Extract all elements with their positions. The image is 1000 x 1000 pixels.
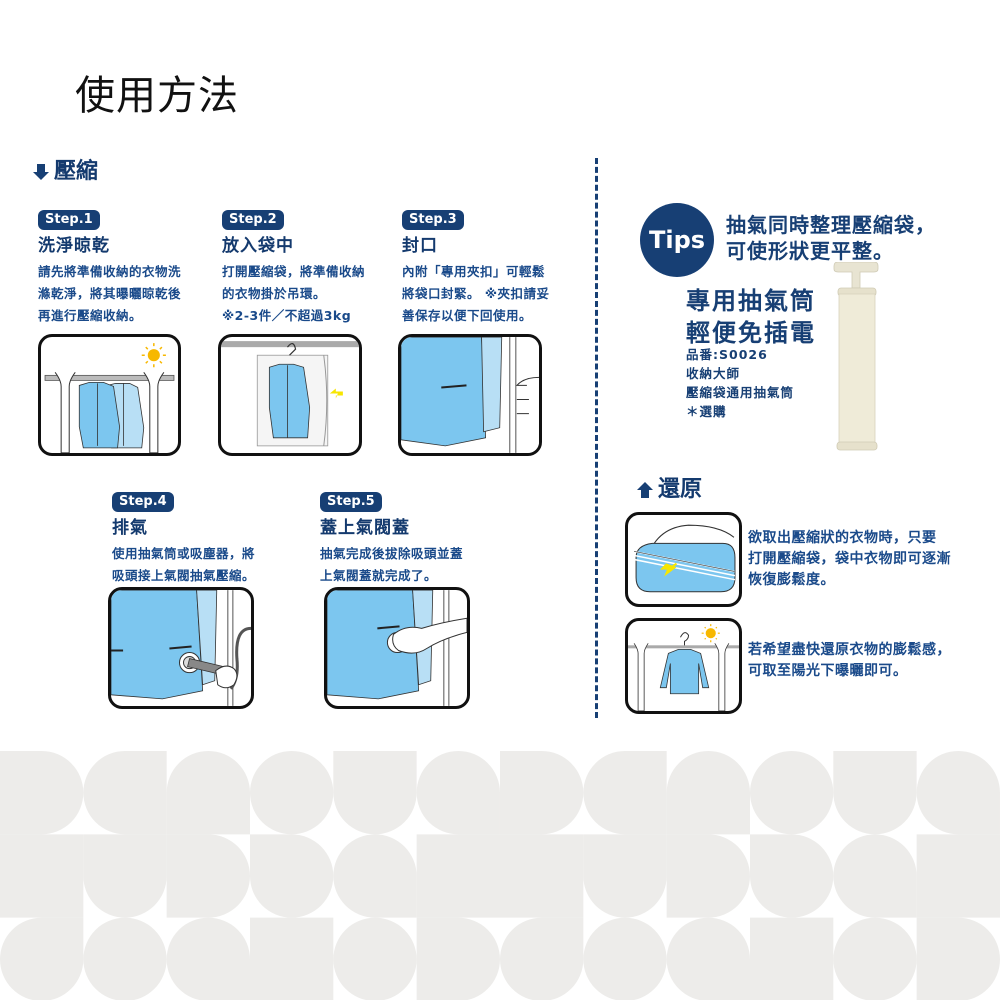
pattern-tile [249, 834, 334, 918]
pattern-tile [166, 751, 250, 835]
sun-icon [141, 343, 166, 368]
pattern-tile [333, 917, 417, 1000]
step-description: 使用抽氣筒或吸塵器，將 吸頭接上氣閥抽氣壓縮。 [112, 546, 256, 583]
pattern-tile [916, 751, 1000, 835]
arrow-down-icon [32, 163, 50, 181]
pattern-tile [83, 834, 167, 918]
section-divider [595, 158, 598, 718]
air-pump-icon [833, 261, 879, 451]
pattern-tile [83, 751, 167, 835]
step-badge: Step.1 [38, 210, 100, 230]
compressed-bag-illustration [633, 524, 736, 593]
page-title: 使用方法 [75, 73, 239, 119]
restore-text-1: 欲取出壓縮狀的衣物時，只要 打開壓縮袋，袋中衣物即可逐漸 恢復膨鬆度。 [748, 530, 951, 588]
pattern-tile [583, 751, 667, 835]
pattern-tile [916, 917, 1000, 1000]
pattern-tile [0, 917, 84, 1000]
pattern-tile [249, 751, 334, 835]
arrow-left-icon [329, 388, 343, 399]
pattern-tile [500, 751, 584, 835]
decorative-pattern [0, 751, 1000, 1000]
pattern-tile [916, 834, 1000, 918]
step-badge: Step.3 [402, 210, 464, 230]
pattern-tile [416, 834, 500, 918]
step-2-illustration [218, 334, 362, 456]
pump-description: 壓縮袋通用抽氣筒 [686, 385, 795, 400]
clothes-rack-illustration [44, 343, 175, 453]
pattern-tile [249, 917, 334, 1000]
pump-info: 品番:S0026 收納大師 壓縮袋通用抽氣筒 ＊選購 [686, 345, 794, 421]
pattern-tile [333, 834, 417, 918]
step-5-illustration [324, 587, 470, 709]
restore-illustration-1 [625, 512, 742, 607]
cap-valve-illustration [327, 590, 467, 706]
clothes-in-bag-illustration [221, 341, 359, 447]
sun-icon [701, 624, 720, 643]
step-title: 排氣 [112, 518, 148, 538]
pattern-tile [500, 917, 584, 1000]
vacuum-valve-illustration [111, 590, 251, 706]
step-description: 打開壓縮袋，將準備收納 的衣物掛於吊環。 ※2-3件／不超過3kg [222, 264, 366, 323]
pattern-tile [0, 834, 84, 918]
restore-illustration-2 [625, 618, 742, 714]
restore-text-2: 若希望盡快還原衣物的膨鬆感， 可取至陽光下曝曬即可。 [748, 642, 951, 679]
step-description: 請先將準備收納的衣物洗 滌乾淨，將其曝曬晾乾後 再進行壓縮收納。 [38, 264, 182, 323]
pattern-tile [749, 751, 834, 835]
compress-heading: 壓縮 [32, 158, 98, 186]
pattern-tile [583, 917, 667, 1000]
compress-heading-label: 壓縮 [54, 159, 99, 184]
step-3-illustration [398, 334, 542, 456]
pattern-tile [666, 834, 750, 918]
pattern-tile [416, 751, 500, 835]
pattern-tile [333, 751, 417, 835]
step-1: Step.1 洗淨晾乾 請先將準備收納的衣物洗 滌乾淨，將其曝曬晾乾後 再進行壓… [38, 208, 218, 327]
pattern-tile [833, 917, 917, 1000]
step-title: 蓋上氣閥蓋 [320, 518, 410, 538]
arrow-icon [659, 562, 678, 577]
sealing-bag-illustration [401, 337, 539, 453]
pattern-tile [583, 834, 667, 918]
step-description: 內附「專用夾扣」可輕鬆 將袋口封緊。 ※夾扣請妥 善保存以便下回使用。 [402, 264, 550, 323]
step-badge: Step.5 [320, 492, 382, 512]
step-1-illustration [38, 334, 181, 456]
step-title: 洗淨晾乾 [38, 236, 110, 256]
pattern-tile [0, 751, 84, 835]
pattern-tile [500, 834, 584, 918]
step-badge: Step.4 [112, 492, 174, 512]
pattern-tile [666, 917, 750, 1000]
pattern-tile [749, 917, 834, 1000]
pattern-tile [83, 917, 167, 1000]
step-4: Step.4 排氣 使用抽氣筒或吸塵器，將 吸頭接上氣閥抽氣壓縮。 [112, 490, 292, 587]
pattern-tile [833, 751, 917, 835]
pattern-tile [749, 834, 834, 918]
restore-heading: 還原 [636, 476, 702, 504]
step-title: 放入袋中 [222, 236, 294, 256]
step-3: Step.3 封口 內附「專用夾扣」可輕鬆 將袋口封緊。 ※夾扣請妥 善保存以便… [402, 208, 582, 327]
pump-title: 專用抽氣筒 輕便免插電 [686, 287, 816, 347]
tips-badge: Tips [640, 203, 714, 277]
pattern-tile [416, 917, 500, 1000]
pattern-tile [166, 917, 250, 1000]
step-4-illustration [108, 587, 254, 709]
pump-brand: 收納大師 [686, 366, 741, 381]
step-title: 封口 [402, 236, 438, 256]
step-description: 抽氣完成後拔除吸頭並蓋 上氣閥蓋就完成了。 [320, 546, 464, 583]
step-badge: Step.2 [222, 210, 284, 230]
arrow-up-icon [636, 481, 654, 499]
sweater-drying-illustration [628, 624, 739, 711]
step-2: Step.2 放入袋中 打開壓縮袋，將準備收納 的衣物掛於吊環。 ※2-3件／不… [222, 208, 402, 327]
step-5: Step.5 蓋上氣閥蓋 抽氣完成後拔除吸頭並蓋 上氣閥蓋就完成了。 [320, 490, 500, 587]
pump-item-number: 品番:S0026 [686, 347, 768, 362]
pattern-tile [666, 751, 750, 835]
pump-image [828, 261, 884, 457]
tips-text: 抽氣同時整理壓縮袋， 可使形狀更平整。 [726, 213, 936, 263]
pattern-tile [833, 834, 917, 918]
restore-heading-label: 還原 [658, 477, 703, 502]
pattern-tile [166, 834, 250, 918]
pump-optional-note: ＊選購 [686, 404, 727, 419]
